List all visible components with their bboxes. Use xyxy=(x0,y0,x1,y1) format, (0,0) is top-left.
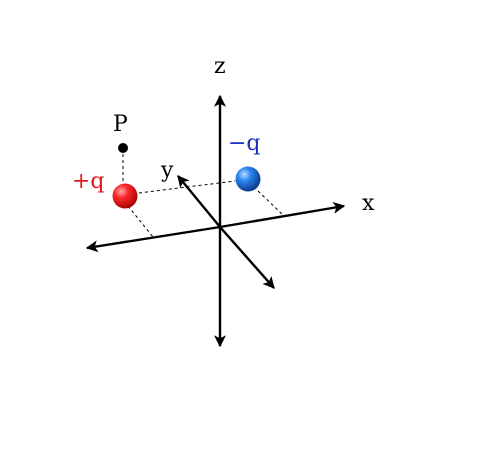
positive-charge-label: +q xyxy=(72,169,105,194)
y-axis xyxy=(177,175,221,228)
z-axis-label: z xyxy=(214,54,226,79)
positive-charge-sphere xyxy=(112,183,138,209)
y-axis-label: y xyxy=(160,158,174,183)
guide-plus-charge-drop xyxy=(127,205,154,238)
point-p-label: P xyxy=(113,112,128,137)
negative-charge-sphere xyxy=(235,166,261,192)
negative-charge-label: −q xyxy=(228,131,261,156)
axes xyxy=(85,94,346,348)
guide-lines xyxy=(122,154,284,238)
guide-minus-charge-drop xyxy=(257,190,284,216)
point-p-marker xyxy=(118,143,128,153)
x-axis-negative xyxy=(85,225,221,253)
y-axis-negative xyxy=(219,226,275,289)
x-axis-label: x xyxy=(362,191,375,216)
x-axis xyxy=(219,201,346,229)
